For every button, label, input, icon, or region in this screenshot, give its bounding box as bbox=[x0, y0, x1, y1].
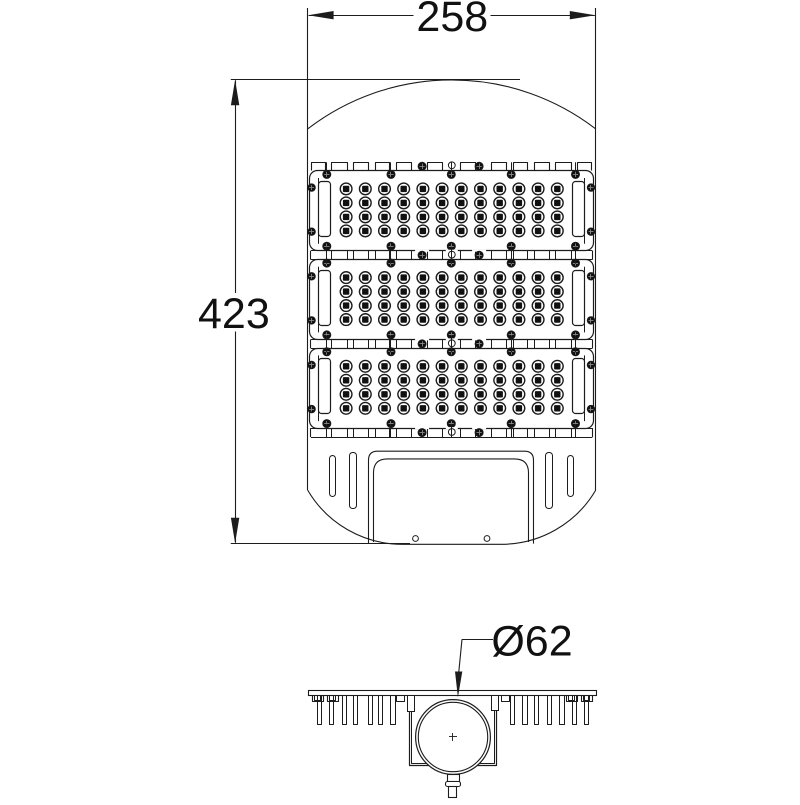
svg-text:423: 423 bbox=[198, 290, 270, 338]
svg-text:258: 258 bbox=[416, 0, 488, 41]
svg-text:Ø62: Ø62 bbox=[491, 618, 572, 666]
